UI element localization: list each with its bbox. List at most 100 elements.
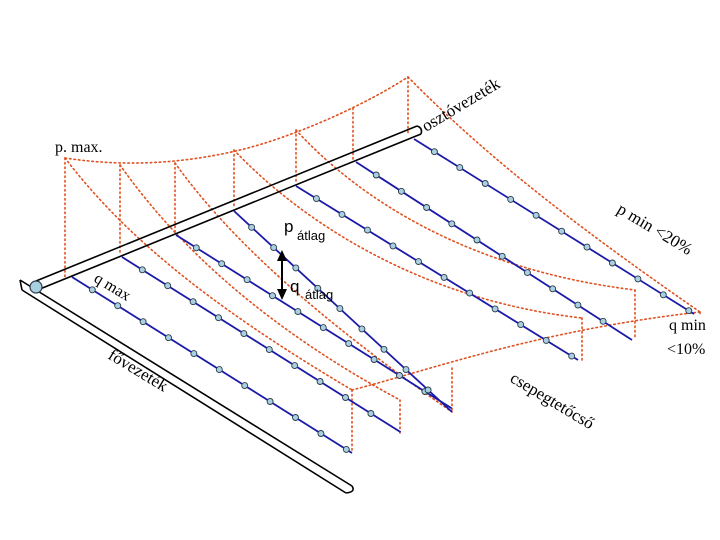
emitter <box>448 220 456 228</box>
emitter <box>456 164 464 172</box>
emitter <box>367 410 375 417</box>
emitter <box>583 243 591 251</box>
emitter <box>608 259 616 267</box>
drip-lateral-4 <box>233 210 453 413</box>
emitter <box>424 386 432 394</box>
emitter <box>270 244 278 252</box>
emitter <box>473 236 481 244</box>
emitter <box>139 318 147 326</box>
p-average-subscript: átlag <box>297 228 325 243</box>
emitter <box>440 273 448 281</box>
emitter <box>466 289 474 297</box>
drip-lateral-2 <box>121 256 402 433</box>
emitter <box>316 378 324 385</box>
emitter <box>558 227 566 235</box>
q-average-symbol: q <box>290 277 299 296</box>
pressure-curve-lateral-5 <box>295 129 636 291</box>
emitter <box>342 445 350 453</box>
emitter <box>165 334 172 342</box>
emitter <box>364 226 371 234</box>
emitter <box>397 187 405 195</box>
emitter <box>215 314 222 322</box>
q-min-label-line1: q min <box>669 317 706 334</box>
drip-lateral-3 <box>175 234 453 410</box>
emitter <box>215 366 223 374</box>
inlet-node <box>29 280 43 294</box>
emitter <box>481 180 489 187</box>
emitter <box>423 204 431 211</box>
emitter <box>372 171 380 179</box>
emitter <box>498 252 506 260</box>
emitter <box>317 430 325 437</box>
emitter <box>164 282 172 290</box>
p-min-label: p min <20% <box>614 199 696 259</box>
emitter <box>269 292 276 300</box>
emitter <box>291 362 299 370</box>
emitter <box>568 352 576 360</box>
emitter <box>314 284 322 292</box>
emitter <box>507 195 515 203</box>
emitter <box>345 340 353 348</box>
emitter <box>370 356 378 363</box>
emitter <box>342 394 349 401</box>
drip-laterals <box>71 138 695 454</box>
p-average-label: p <box>284 217 293 236</box>
emitter <box>402 366 410 374</box>
emitter <box>542 336 550 344</box>
emitter <box>685 307 693 315</box>
drip-pipe-label: csepegtetőcső <box>507 368 598 433</box>
emitter <box>312 195 320 203</box>
emitter <box>380 345 388 353</box>
emitter <box>248 223 256 231</box>
emitter <box>319 324 327 332</box>
p-max-label: p. max. <box>55 139 103 156</box>
emitter <box>396 372 403 379</box>
pressure-curve-front <box>351 311 701 391</box>
emitter <box>114 302 122 310</box>
emitter <box>190 350 198 358</box>
p-average-symbol: p <box>284 217 293 236</box>
distributor-pipe <box>35 125 423 290</box>
emitter <box>88 286 96 294</box>
emitter <box>491 305 499 313</box>
emitter <box>218 260 226 268</box>
emitter <box>265 346 273 354</box>
pressure-curve-back-right <box>407 76 701 313</box>
q-min-label-line2: <10% <box>667 341 705 358</box>
emitter <box>415 258 422 266</box>
q-average-subscript: átlag <box>305 287 333 302</box>
emitter <box>266 398 274 405</box>
emitter <box>294 308 302 316</box>
emitter <box>292 414 299 421</box>
distributor-label: osztóvezeték <box>418 74 503 136</box>
emitter <box>549 285 557 293</box>
emitter <box>574 301 582 309</box>
emitter <box>192 244 200 252</box>
pressure-curve-lateral-4 <box>233 149 583 319</box>
emitter <box>389 242 397 250</box>
q-max-label: q max <box>91 270 134 305</box>
emitter <box>241 382 249 390</box>
emitter <box>523 269 531 277</box>
emitter <box>292 264 300 272</box>
emitter <box>599 317 607 325</box>
emitter <box>336 305 344 313</box>
pressure-curve-lateral-2 <box>119 164 401 401</box>
emitter <box>189 298 197 306</box>
emitter <box>358 325 366 333</box>
emitter <box>659 291 667 299</box>
emitter <box>338 210 346 218</box>
main-pipe <box>19 279 354 494</box>
pressure-curve-left <box>64 157 353 391</box>
emitter <box>430 148 438 156</box>
emitter <box>532 211 540 219</box>
emitter <box>240 330 248 338</box>
emitter <box>243 276 251 284</box>
emitter <box>517 321 525 329</box>
pressure-envelope <box>64 76 701 453</box>
pressure-curve-top <box>64 76 409 164</box>
emitter <box>138 266 146 274</box>
average-arrow <box>277 250 287 300</box>
emitter <box>634 275 642 283</box>
